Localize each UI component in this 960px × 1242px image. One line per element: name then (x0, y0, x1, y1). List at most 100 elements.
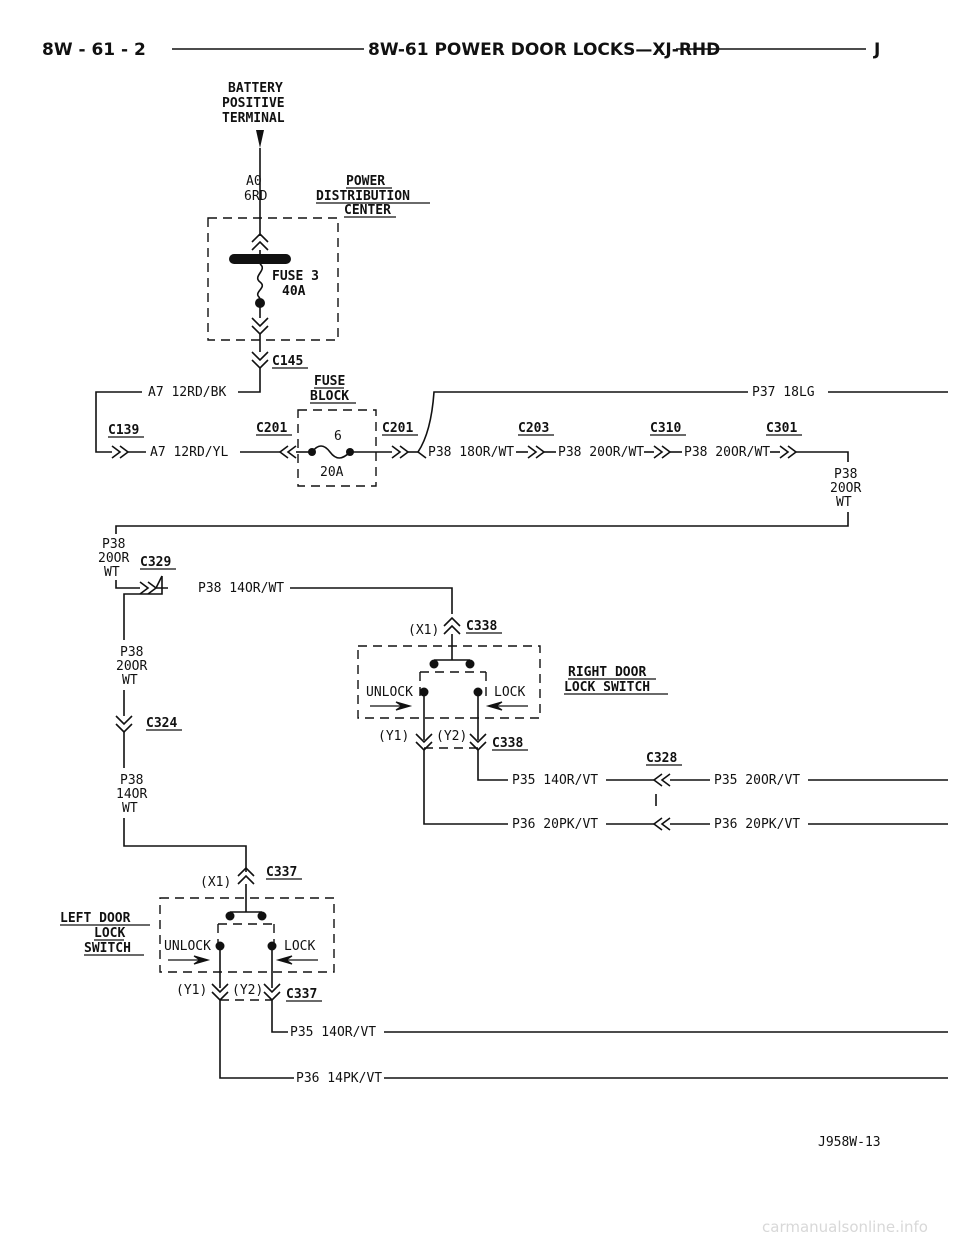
wire-p38-return (115, 512, 849, 534)
right-switch-y1: (Y1) (378, 729, 409, 744)
c337-bottom-label: C337 (286, 987, 317, 1002)
wire-p35-left (271, 1000, 288, 1033)
wire-a7-rdbk-label: A7 12RD/BK (148, 385, 226, 400)
c338-top-connector-icon (443, 616, 461, 635)
c329-label: C329 (140, 555, 171, 570)
section-letter: J (873, 40, 880, 60)
c145-connector-icon (251, 351, 269, 370)
left-switch-y1: (Y1) (176, 983, 207, 998)
wire-p35-right (477, 750, 508, 781)
left-switch-title-1: LEFT DOOR (60, 911, 131, 926)
wire-p35-14a-label: P35 14OR/VT (512, 773, 598, 788)
right-lock-arrow-icon (485, 701, 528, 711)
wire-p38-low-2: 14OR (116, 787, 147, 802)
wire-p38-down (123, 576, 163, 640)
wire-p38-left-2: 20OR (98, 551, 129, 566)
fuse-block-title-1: FUSE (314, 374, 345, 389)
right-switch-title-1: RIGHT DOOR (568, 665, 646, 680)
wire-p38-mid-3: WT (122, 673, 138, 688)
right-switch-box (357, 645, 541, 719)
battery-label-3: TERMINAL (222, 111, 285, 126)
wire-a0-color: 6RD (244, 189, 268, 204)
right-switch-x1: (X1) (408, 623, 439, 638)
wire-p36-20a-label: P36 20PK/VT (512, 817, 598, 832)
wire-p38-14-label: P38 14OR/WT (198, 581, 284, 596)
fuse-block-title-2: BLOCK (310, 389, 349, 404)
wire-p38-right-3: WT (836, 495, 852, 510)
c201-right-connector-icon (391, 445, 410, 459)
c310-label: C310 (650, 421, 681, 436)
c328-p35-connector-icon (652, 773, 671, 787)
pdc-terminal-icon (251, 232, 269, 251)
right-switch-lock: LOCK (494, 685, 525, 700)
wire-a7-rdbk (238, 368, 261, 393)
c203-label: C203 (518, 421, 549, 436)
c310-connector-icon (653, 445, 672, 459)
pdc-title-1: POWER (346, 174, 385, 189)
pdc-out-terminal-icon (251, 317, 269, 336)
c201-left-label: C201 (256, 421, 287, 436)
c139-connector-icon (111, 445, 130, 459)
wire-p38-20a-label: P38 20OR/WT (558, 445, 644, 460)
c338-top-label: C338 (466, 619, 497, 634)
c139-label: C139 (108, 423, 139, 438)
left-switch-title-2: LOCK (94, 926, 125, 941)
right-switch-y2: (Y2) (436, 729, 467, 744)
pdc-bus-bar (229, 254, 291, 264)
wire-p38-right-2: 20OR (830, 481, 861, 496)
left-switch-title-3: SWITCH (84, 941, 131, 956)
wire-p36-14-label: P36 14PK/VT (296, 1071, 382, 1086)
c301-label: C301 (766, 421, 797, 436)
left-switch-unlock: UNLOCK (164, 939, 211, 954)
fuse-6-number: 6 (334, 429, 342, 444)
wire-p36-right (423, 750, 508, 825)
wire-p36-20b-label: P36 20PK/VT (714, 817, 800, 832)
pdc-title-2: DISTRIBUTION (316, 189, 410, 204)
left-switch-x1: (X1) (200, 875, 231, 890)
watermark: carmanualsonline.info (762, 1218, 928, 1236)
wire-p38-right (796, 451, 849, 462)
c201-left-connector-icon (278, 445, 297, 459)
wire-p35-20-label: P35 20OR/VT (714, 773, 800, 788)
fuse-block-box (297, 409, 377, 487)
wire-p38-left-1: P38 (102, 537, 125, 552)
left-unlock-arrow-icon (168, 955, 211, 965)
c203-connector-icon (527, 445, 546, 459)
wire-p36-left (219, 1000, 294, 1079)
wire-p38-low-3: WT (122, 801, 138, 816)
c337-top-label: C337 (266, 865, 297, 880)
right-unlock-arrow-icon (370, 701, 413, 711)
battery-label-2: POSITIVE (222, 96, 285, 111)
c329-connector-icon (139, 581, 158, 595)
wire-p38-to-left-switch (123, 818, 247, 872)
battery-terminal-icon (256, 130, 264, 148)
fuse-3-rating: 40A (282, 284, 306, 299)
wire-p35-14b-label: P35 14OR/VT (290, 1025, 376, 1040)
page-title: 8W-61 POWER DOOR LOCKS—XJ-RHD (368, 40, 720, 60)
figure-id: J958W-13 (818, 1135, 881, 1150)
fuse-6-rating: 20A (320, 465, 344, 480)
wire-p37-label: P37 18LG (752, 385, 815, 400)
c324-connector-icon (115, 715, 133, 734)
pdc-title-3: CENTER (344, 203, 391, 218)
wire-a0-code: A0 (246, 174, 262, 189)
right-switch-unlock: UNLOCK (366, 685, 413, 700)
wire-p38-18-label: P38 18OR/WT (428, 445, 514, 460)
wire-p38-mid-2: 20OR (116, 659, 147, 674)
left-switch-box (159, 897, 335, 973)
right-switch-title-2: LOCK SWITCH (564, 680, 650, 695)
fuse-6-icon (311, 445, 351, 459)
battery-label-1: BATTERY (228, 81, 283, 96)
fuse-3-name: FUSE 3 (272, 269, 319, 284)
left-switch-y2: (Y2) (232, 983, 263, 998)
left-switch-lock: LOCK (284, 939, 315, 954)
c328-p36-connector-icon (652, 817, 671, 831)
left-lock-arrow-icon (275, 955, 318, 965)
wire-a7-rdyl-label: A7 12RD/YL (150, 445, 228, 460)
wire-p37 (417, 391, 748, 453)
fuse-3-icon (256, 263, 264, 299)
c328-label: C328 (646, 751, 677, 766)
wire-p38-left-3: WT (104, 565, 120, 580)
pdc-box (207, 217, 339, 341)
